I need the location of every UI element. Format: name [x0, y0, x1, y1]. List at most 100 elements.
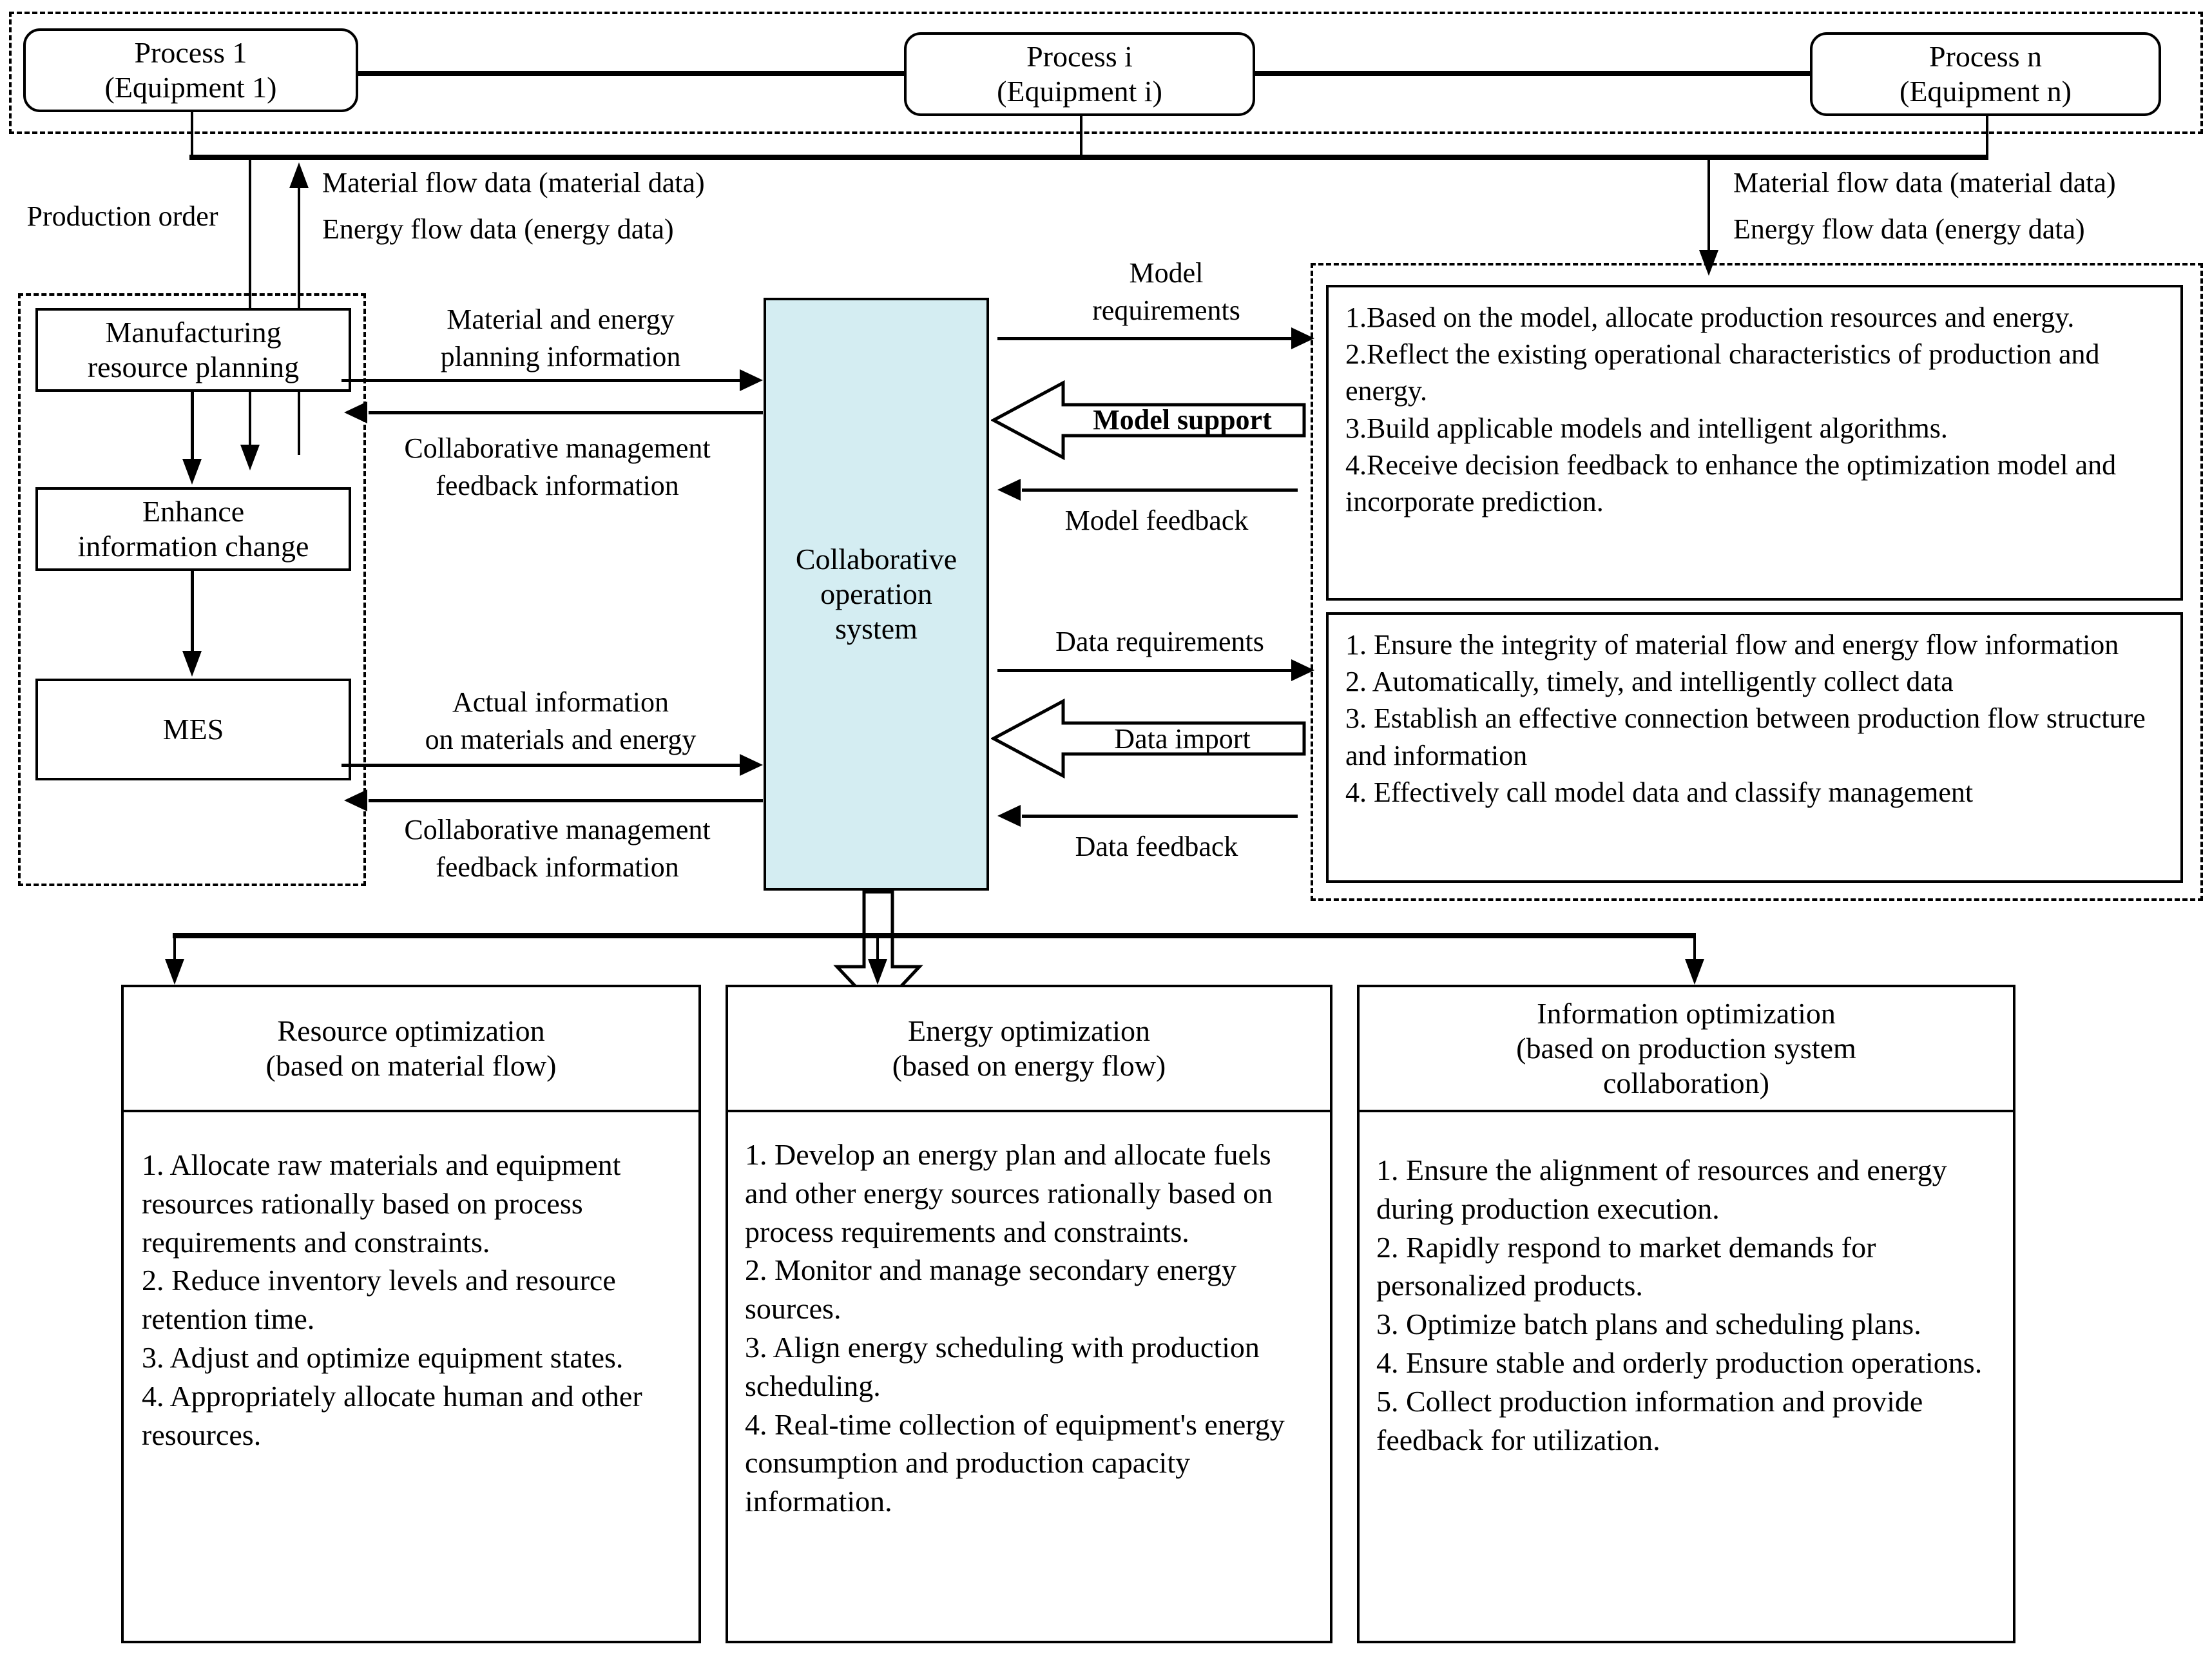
data-requirements-label: Data requirements [1055, 626, 1264, 657]
mrp-line2: resource planning [87, 351, 300, 383]
process-link-1-i [358, 71, 906, 76]
opt-arrowhead-1 [165, 959, 184, 985]
optimization-panel-energy: Energy optimization (based on energy flo… [726, 985, 1332, 1643]
data-feedback-arrowhead [997, 805, 1021, 827]
opt3-title-l3: collaboration) [1602, 1067, 1769, 1100]
model-panel: 1.Based on the model, allocate productio… [1326, 285, 2183, 601]
collaborative-operation-system-box[interactable]: Collaborative operation system [764, 298, 989, 891]
process-node-i[interactable]: Process i (Equipment i) [904, 32, 1255, 116]
data-import-block-arrow[interactable] [991, 697, 1307, 780]
opt2-item-1: 1. Develop an energy plan and allocate f… [745, 1138, 1273, 1248]
model-feedback-label: Model feedback [1064, 505, 1249, 536]
opt3-item-1: 1. Ensure the alignment of resources and… [1376, 1154, 1947, 1225]
process-node-i-line2: (Equipment i) [997, 75, 1162, 108]
process-bus [189, 155, 1988, 160]
data-feedback-line [1022, 815, 1298, 818]
process-1-drop [191, 112, 193, 157]
cos-to-mes-label-2: feedback information [436, 851, 679, 883]
data-feedback-label: Data feedback [1075, 831, 1238, 862]
process-layer-container [9, 12, 2203, 134]
opt1-item-1: 1. Allocate raw materials and equipment … [142, 1148, 621, 1259]
opt-drop-2 [876, 933, 879, 962]
data-panel-item-1: 1. Ensure the integrity of material flow… [1345, 629, 2119, 661]
production-order-line [249, 157, 251, 454]
model-feedback-arrowhead [997, 479, 1021, 501]
model-panel-item-3: 3.Build applicable models and intelligen… [1345, 412, 1948, 444]
data-panel-item-2: 2. Automatically, timely, and intelligen… [1345, 666, 1954, 698]
right-panels-container [1311, 263, 2203, 901]
opt3-title-l1: Information optimization [1537, 996, 1836, 1030]
process-node-n-line2: (Equipment n) [1899, 75, 2072, 108]
mrp-to-cos-arrowhead [740, 369, 763, 391]
opt3-item-2: 2. Rapidly respond to market demands for… [1376, 1230, 1876, 1302]
production-order-arrowhead [240, 445, 260, 470]
planning-layer-container [18, 293, 366, 886]
enhance-line1: Enhance [142, 494, 245, 528]
mrp-to-cos-label-2: planning information [440, 341, 681, 372]
data-panel-item-4: 4. Effectively call model data and class… [1345, 776, 1974, 808]
process-node-n[interactable]: Process n (Equipment n) [1810, 32, 2161, 116]
production-order-label: Production order [26, 200, 218, 232]
cos-line1: Collaborative [795, 542, 957, 575]
data-panel: 1. Ensure the integrity of material flow… [1326, 612, 2183, 883]
model-requirements-line [997, 337, 1294, 340]
opt3-item-4: 4. Ensure stable and orderly production … [1376, 1346, 1983, 1379]
material-flow-right-line [1707, 155, 1710, 258]
opt3-title-l2: (based on production system [1516, 1031, 1856, 1065]
mrp-line1: Manufacturing [105, 315, 282, 349]
mes-to-cos-arrowhead [740, 754, 763, 776]
cos-to-mrp-label-2: feedback information [436, 470, 679, 501]
model-panel-item-4: 4.Receive decision feedback to enhance t… [1345, 449, 2117, 517]
optimization-panel-resource-header: Resource optimization (based on material… [124, 987, 698, 1112]
model-requirements-label-2: requirements [1092, 295, 1240, 326]
mrp-to-enhance-line [191, 392, 194, 463]
process-node-1-line2: (Equipment 1) [104, 71, 277, 104]
enhance-information-change-box[interactable]: Enhance information change [35, 487, 351, 571]
model-feedback-line [1022, 488, 1298, 492]
cos-to-mrp-label-1: Collaborative management [404, 432, 711, 464]
model-support-block-arrow[interactable] [991, 379, 1307, 461]
process-node-1[interactable]: Process 1 (Equipment 1) [23, 28, 358, 112]
process-node-1-line1: Process 1 [134, 35, 247, 69]
opt-arrowhead-2 [868, 959, 887, 985]
opt1-title-l2: (based on material flow) [265, 1049, 557, 1082]
mrp-to-enhance-arrowhead [182, 459, 202, 485]
mes-box[interactable]: MES [35, 679, 351, 780]
data-requirements-line [997, 669, 1294, 672]
material-flow-left-arrowhead [289, 162, 309, 188]
cos-line3: system [835, 612, 918, 646]
model-panel-item-2: 2.Reflect the existing operational chara… [1345, 338, 2100, 407]
opt-drop-1 [173, 933, 176, 962]
mes-to-cos-label-2: on materials and energy [425, 724, 697, 755]
data-import-label: Data import [1114, 722, 1251, 755]
enhance-to-mes-arrowhead [182, 651, 202, 677]
opt1-item-3: 3. Adjust and optimize equipment states. [142, 1340, 624, 1374]
cos-to-mrp-line [369, 411, 763, 414]
opt2-item-2: 2. Monitor and manage secondary energy s… [745, 1253, 1237, 1326]
mrp-to-cos-label-1: Material and energy [447, 304, 675, 335]
model-panel-item-1: 1.Based on the model, allocate productio… [1345, 302, 2075, 333]
optimization-panel-information-header: Information optimization (based on produ… [1360, 987, 2013, 1112]
opt-arrowhead-3 [1685, 959, 1704, 985]
optimization-panel-information: Information optimization (based on produ… [1357, 985, 2015, 1643]
model-support-label: Model support [1093, 403, 1272, 436]
mes-line1: MES [162, 712, 224, 746]
cos-line2: operation [820, 577, 932, 610]
mes-to-cos-label-1: Actual information [452, 686, 669, 718]
material-flow-left-label-2: Energy flow data (energy data) [322, 213, 674, 245]
enhance-to-mes-line [191, 571, 194, 655]
process-n-drop [1986, 116, 1988, 157]
cos-to-mes-label-1: Collaborative management [404, 814, 711, 845]
process-i-drop [1080, 116, 1082, 157]
cos-to-mes-arrowhead [344, 789, 367, 811]
mrp-to-cos-line [341, 379, 741, 382]
opt3-item-3: 3. Optimize batch plans and scheduling p… [1376, 1308, 1921, 1341]
material-flow-right-label-1: Material flow data (material data) [1733, 167, 2116, 198]
model-requirements-label-1: Model [1129, 257, 1204, 289]
material-flow-right-label-2: Energy flow data (energy data) [1733, 213, 2085, 245]
manufacturing-resource-planning-box[interactable]: Manufacturing resource planning [35, 308, 351, 392]
optimization-distribution-bar [173, 933, 1696, 938]
data-panel-item-3: 3. Establish an effective connection bet… [1345, 702, 2146, 771]
opt3-item-5: 5. Collect production information and pr… [1376, 1384, 1923, 1456]
